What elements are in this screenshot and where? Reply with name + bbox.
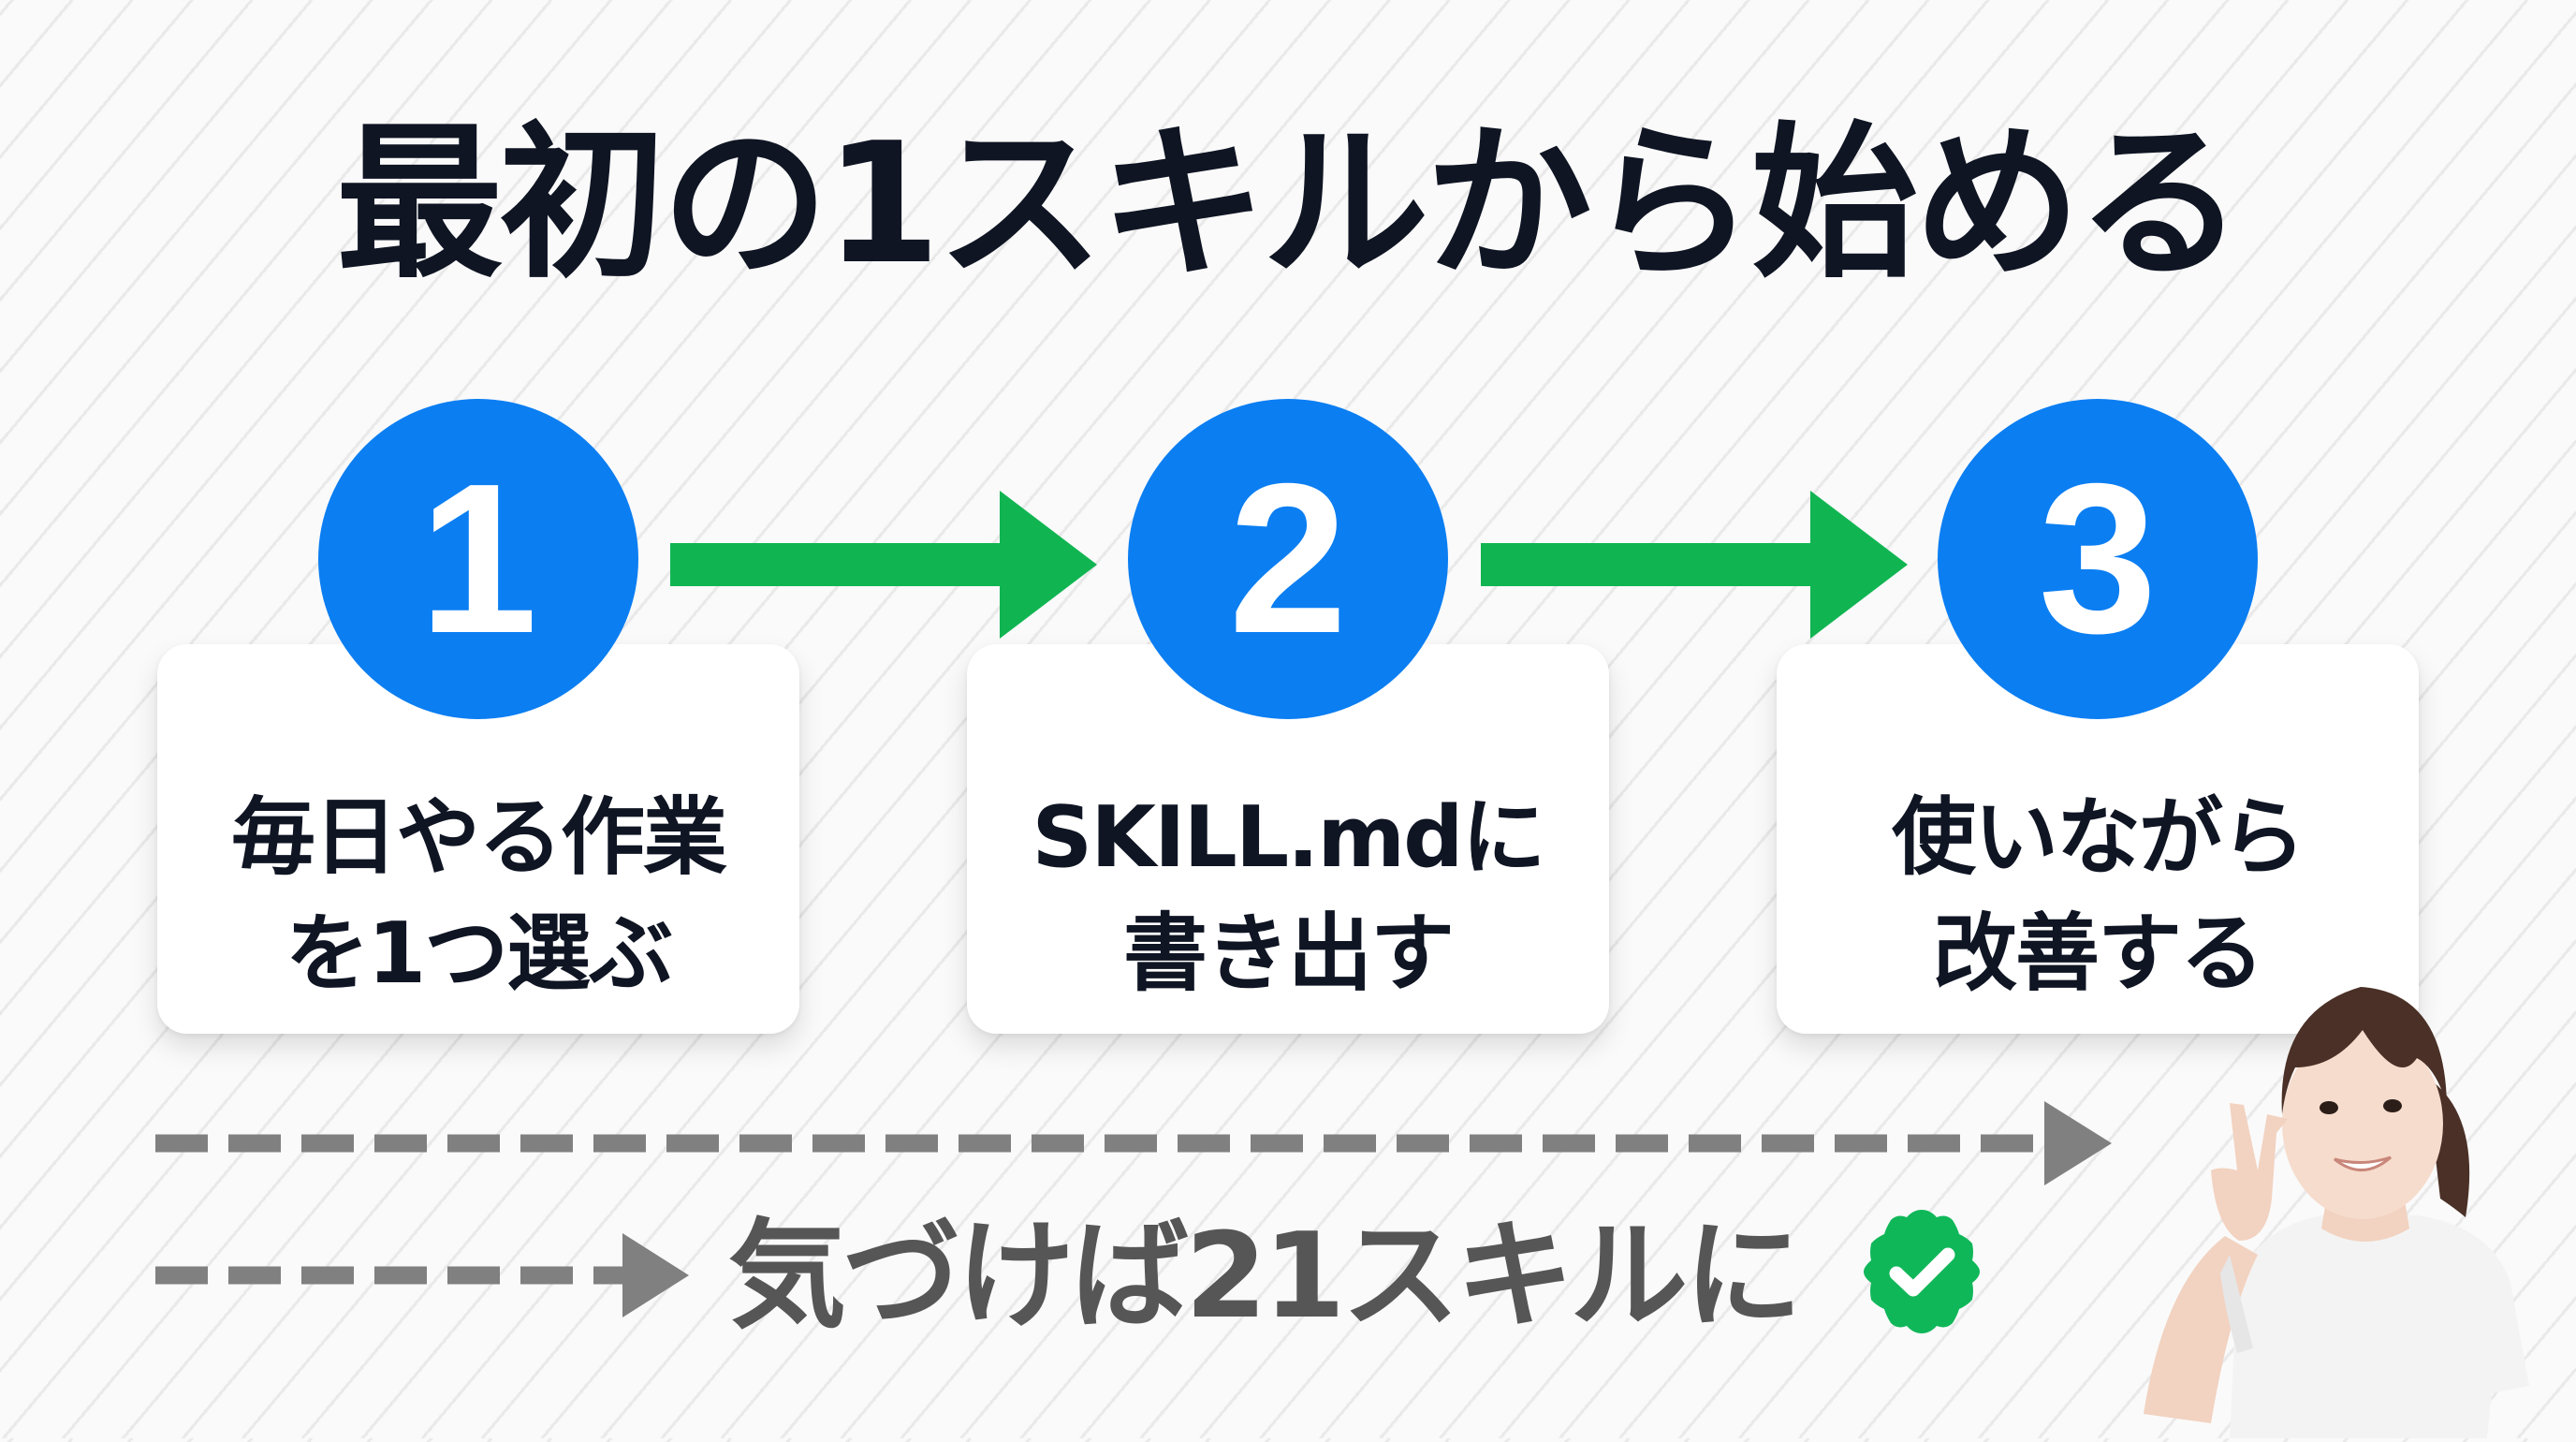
- person-illustration: [2117, 974, 2576, 1438]
- step-number-circle-2: 2: [1128, 399, 1448, 719]
- short-dashed-arrow-icon: [155, 1232, 691, 1318]
- check-badge-icon: [1858, 1208, 1985, 1335]
- flow-arrow-2-to-3-icon: [1481, 491, 1910, 639]
- step-1-line-1: 毎日やる作業: [231, 788, 727, 887]
- long-dashed-arrow-icon: [155, 1100, 2114, 1186]
- step-3-line-1: 使いながら: [1892, 788, 2305, 887]
- step-2-line-1: SKILL.mdに: [1032, 788, 1545, 887]
- step-number-circle-3: 3: [1938, 399, 2258, 719]
- page-title: 最初の1スキルから始める: [336, 107, 2244, 301]
- step-2-text: SKILL.mdに 書き出す: [967, 780, 1609, 1012]
- step-2-line-2: 書き出す: [1123, 905, 1455, 1003]
- conclusion-text: 気づけば21スキルに: [728, 1207, 1802, 1345]
- flow-arrow-1-to-2-icon: [670, 491, 1099, 639]
- step-card-3: 使いながら 改善する: [1777, 644, 2419, 1034]
- step-number-2: 2: [1228, 440, 1348, 678]
- step-number-3: 3: [2038, 440, 2158, 678]
- step-1-text: 毎日やる作業 を1つ選ぶ: [157, 780, 799, 1012]
- step-3-line-2: 改善する: [1933, 905, 2264, 1003]
- step-3-text: 使いながら 改善する: [1777, 780, 2419, 1012]
- step-1-line-2: を1つ選ぶ: [285, 905, 674, 1003]
- step-number-circle-1: 1: [318, 399, 638, 719]
- step-number-1: 1: [418, 440, 538, 678]
